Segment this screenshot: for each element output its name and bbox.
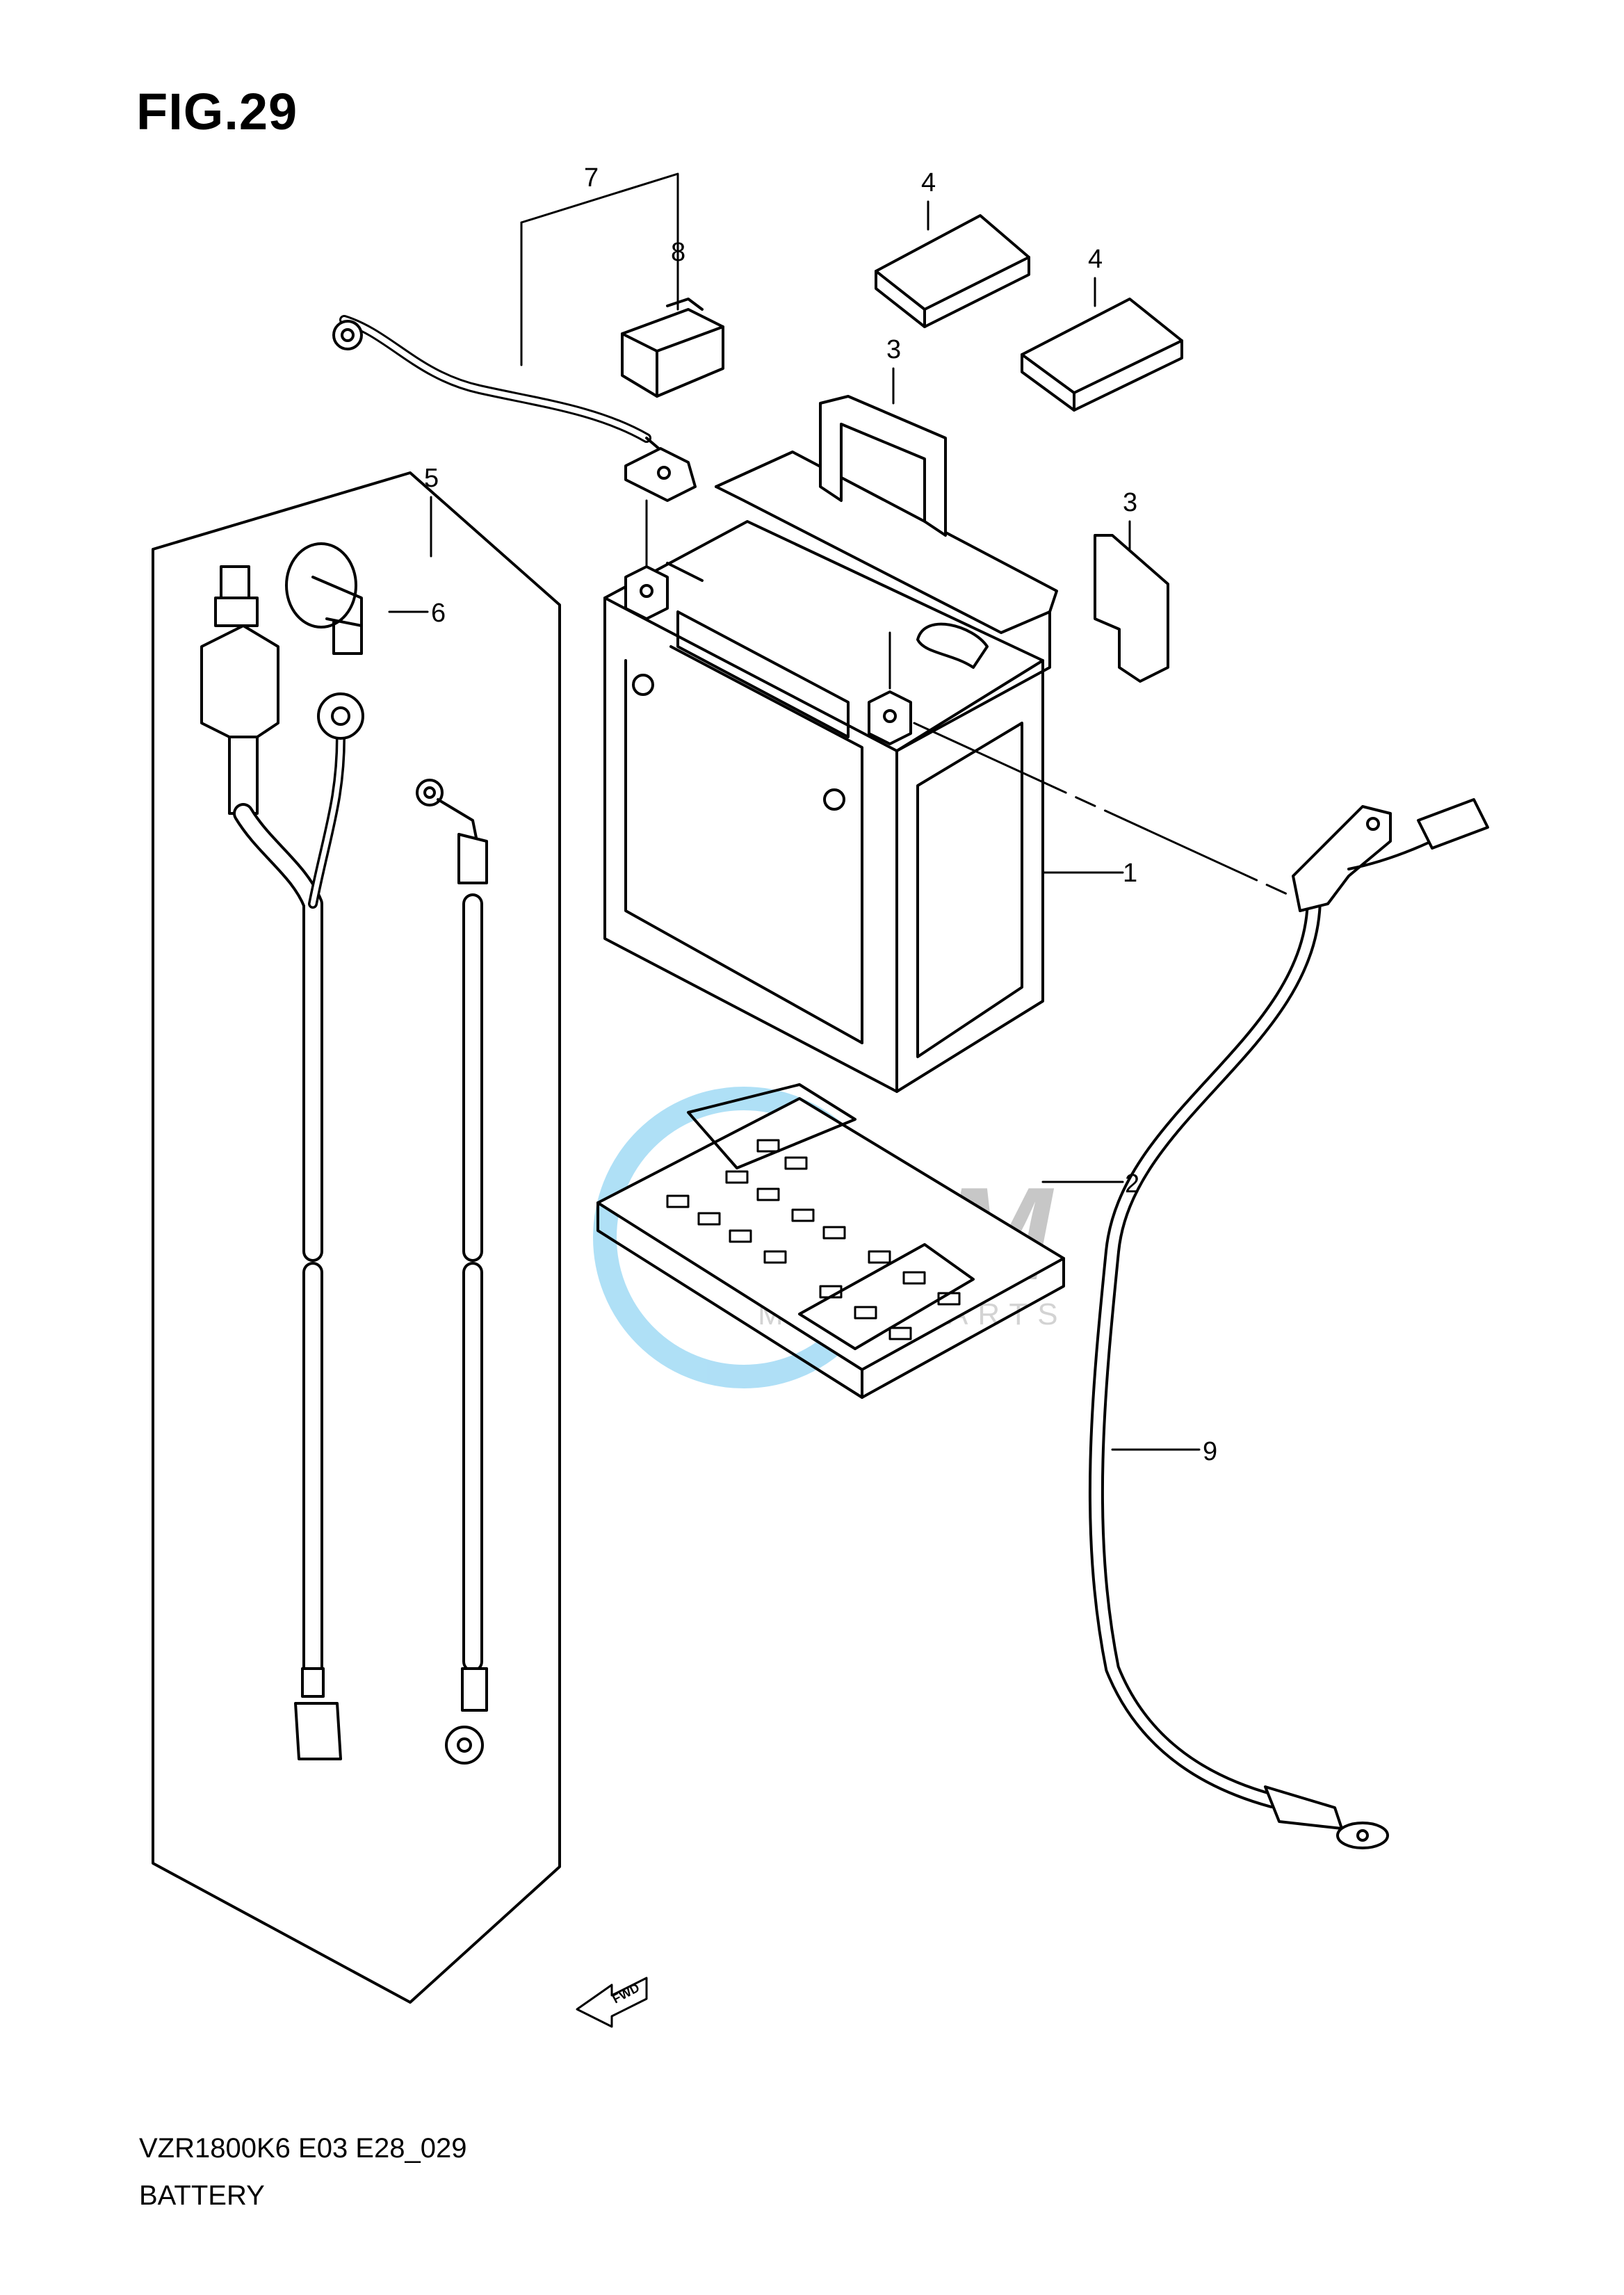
battery-terminal-negative: [624, 565, 669, 620]
section-name: BATTERY: [139, 2180, 265, 2211]
pad-4a: [875, 214, 1030, 328]
callout-2: 2: [1125, 1169, 1139, 1199]
harness-kit-box-5: [152, 471, 561, 2004]
battery-terminal-positive: [868, 690, 912, 745]
callout-8: 8: [671, 238, 685, 267]
terminal-cap-8: [621, 298, 724, 398]
leader-lines: [388, 172, 1294, 1451]
battery-cable-9: [1088, 798, 1489, 1849]
fwd-arrow-icon: [576, 1977, 648, 2028]
spacer-3a: [819, 395, 947, 537]
pad-4b: [1021, 298, 1183, 412]
callout-7: 7: [584, 163, 599, 193]
wire-harness-5: [200, 565, 488, 1765]
figure-title: FIG.29: [136, 83, 298, 140]
battery-cable-7: [332, 315, 697, 502]
battery-tray: [596, 1083, 1065, 1399]
callout-3b: 3: [1123, 488, 1137, 517]
callout-3a: 3: [886, 335, 901, 364]
callout-5: 5: [424, 464, 439, 493]
callout-4a: 4: [921, 168, 936, 197]
callout-4b: 4: [1088, 245, 1103, 274]
callout-9: 9: [1203, 1437, 1217, 1466]
callout-6: 6: [431, 599, 446, 628]
fuse-cap-6: [285, 542, 363, 655]
spacer-3b: [1094, 534, 1169, 683]
callout-1: 1: [1123, 859, 1137, 888]
model-code: VZR1800K6 E03 E28_029: [139, 2133, 467, 2164]
battery: [603, 451, 1058, 1093]
